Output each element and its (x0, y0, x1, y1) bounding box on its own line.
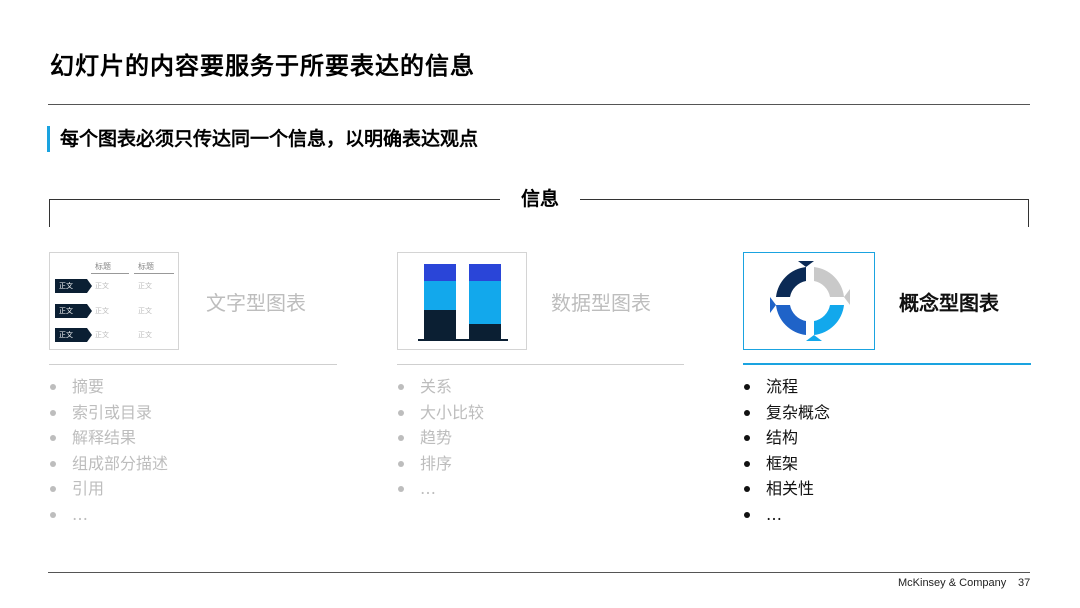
stacked-bar-icon (418, 264, 508, 341)
thumb-header-2: 标题 (138, 262, 154, 271)
column-divider-active (743, 363, 1031, 365)
slide-title: 幻灯片的内容要服务于所要表达的信息 (50, 51, 475, 80)
list-item: 排序 (398, 451, 484, 477)
thumb-cell: 正文 (95, 307, 109, 315)
concept-chart-bullets: 流程 复杂概念 结构 框架 相关性 … (744, 374, 830, 527)
list-item: 组成部分描述 (50, 451, 168, 477)
thumb-header-1: 标题 (95, 262, 111, 271)
footer-divider (48, 572, 1030, 573)
text-chart-thumbnail: 标题 标题 正文 正文 正文 正文 正文 正文 正文 正文 正文 (49, 252, 179, 350)
list-item: 摘要 (50, 374, 168, 400)
concept-chart-label: 概念型图表 (899, 291, 999, 315)
thumb-cell: 正文 (138, 307, 152, 315)
thumb-header-line (91, 273, 129, 274)
list-item: 结构 (744, 425, 830, 451)
thumb-header-line (134, 273, 174, 274)
list-item: 相关性 (744, 476, 830, 502)
title-divider (48, 104, 1030, 105)
thumb-cell: 正文 (95, 282, 109, 290)
list-item: 框架 (744, 451, 830, 477)
list-item: 索引或目录 (50, 400, 168, 426)
slide-subtitle: 每个图表必须只传达同一个信息，以明确表达观点 (60, 128, 479, 150)
list-item: 解释结果 (50, 425, 168, 451)
concept-chart-thumbnail (743, 252, 875, 350)
thumb-cell: 正文 (138, 331, 152, 339)
list-item: … (744, 502, 830, 528)
page-number: 37 (1018, 577, 1031, 589)
thumb-row-tag: 正文 (55, 279, 92, 293)
thumb-row-tag: 正文 (55, 328, 92, 342)
cycle-diagram-icon (770, 261, 850, 341)
footer-brand: McKinsey & Company (898, 577, 1007, 589)
list-item: 趋势 (398, 425, 484, 451)
list-item: 复杂概念 (744, 400, 830, 426)
text-chart-label: 文字型图表 (206, 291, 306, 315)
list-item: 大小比较 (398, 400, 484, 426)
thumb-row-tag: 正文 (55, 304, 92, 318)
data-chart-bullets: 关系 大小比较 趋势 排序 … (398, 374, 484, 502)
data-chart-label: 数据型图表 (551, 291, 651, 315)
column-divider (49, 364, 337, 365)
column-divider (397, 364, 684, 365)
thumb-cell: 正文 (95, 331, 109, 339)
message-label: 信息 (500, 184, 580, 211)
list-item: … (398, 476, 484, 502)
list-item: … (50, 502, 168, 528)
data-chart-thumbnail (397, 252, 527, 350)
subtitle-accent-bar (47, 126, 50, 152)
list-item: 关系 (398, 374, 484, 400)
list-item: 流程 (744, 374, 830, 400)
text-chart-bullets: 摘要 索引或目录 解释结果 组成部分描述 引用 … (50, 374, 168, 527)
thumb-cell: 正文 (138, 282, 152, 290)
list-item: 引用 (50, 476, 168, 502)
